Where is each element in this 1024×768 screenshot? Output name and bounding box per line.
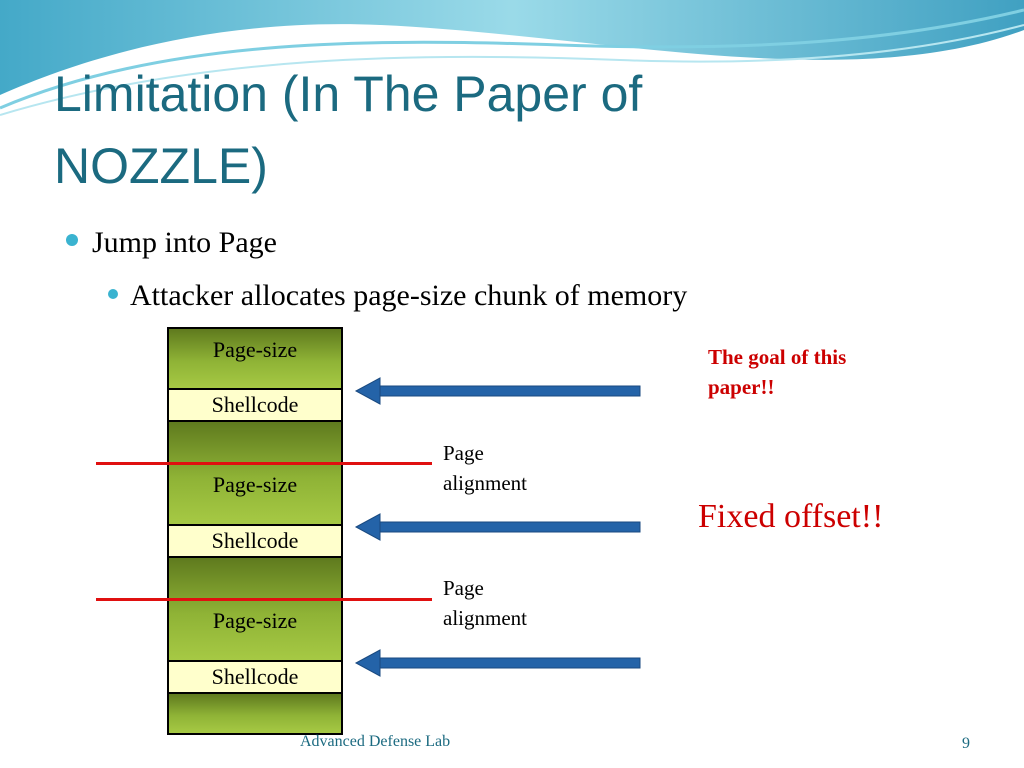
- memory-stack: Page-size Shellcode Page-size Shellcode …: [167, 327, 343, 735]
- bullet-level2: Attacker allocates page-size chunk of me…: [108, 279, 687, 313]
- page-block-2: Page-size: [169, 422, 341, 524]
- shellcode-block-3: Shellcode: [169, 660, 341, 694]
- page-size-label: Page-size: [212, 337, 298, 362]
- page-alignment-line-2: [96, 598, 432, 601]
- goal-note: The goal of this paper!!: [708, 345, 847, 399]
- bullet-dot-icon: [108, 289, 118, 299]
- bullet-level2-text: Attacker allocates page-size chunk of me…: [130, 279, 688, 312]
- page-alignment-label-2: Page alignment: [443, 576, 527, 630]
- shellcode-block-2: Shellcode: [169, 524, 341, 558]
- page-size-label: Page-size: [212, 472, 298, 497]
- arrow-2: [354, 513, 641, 541]
- header-wave-decoration: [0, 0, 1024, 116]
- arrow-1: [354, 377, 641, 405]
- page-alignment-line-1: [96, 462, 432, 465]
- bullet-level1: Jump into Page: [66, 226, 277, 260]
- footer-text: Advanced Defense Lab: [300, 733, 451, 750]
- page-number: 9: [962, 735, 970, 752]
- page-block-3: Page-size: [169, 558, 341, 660]
- bullet-level1-text: Jump into Page: [92, 226, 277, 259]
- bullet-dot-icon: [66, 234, 78, 246]
- slide-title: Limitation (In The Paper of NOZZLE): [54, 66, 643, 194]
- page-block-4: [169, 694, 341, 733]
- page-size-label: Page-size: [212, 608, 298, 633]
- shellcode-block-1: Shellcode: [169, 388, 341, 422]
- page-block-1: Page-size: [169, 329, 341, 388]
- fixed-offset-note: Fixed offset!!: [698, 498, 884, 535]
- arrow-3: [354, 649, 641, 677]
- page-alignment-label-1: Page alignment: [443, 441, 527, 495]
